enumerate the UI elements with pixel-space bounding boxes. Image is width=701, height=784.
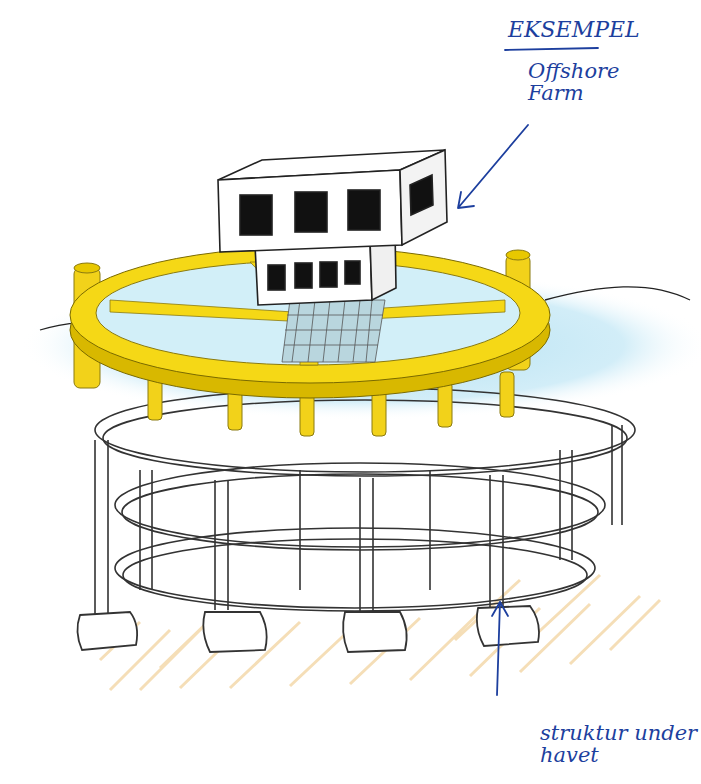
callout-label: Offshore Farm — [528, 60, 608, 104]
foundation-feet-part — [477, 606, 539, 646]
sea-floor-part — [100, 575, 660, 690]
floating-ring — [70, 247, 550, 398]
support-columns-part — [500, 372, 514, 417]
building-part — [320, 262, 337, 287]
net-part — [282, 300, 385, 362]
sea-floor — [100, 575, 660, 690]
subsea-structure-part — [103, 400, 627, 476]
annotation-lines-part — [492, 602, 508, 695]
subsea-structure-part — [123, 539, 587, 611]
building-part — [295, 192, 327, 232]
callout-label: struktur under havet — [540, 722, 700, 766]
foundation-feet-part — [203, 612, 266, 652]
annotation-lines-part — [505, 48, 598, 50]
building — [218, 150, 447, 305]
support-columns-part — [438, 382, 452, 427]
foundation-feet-part — [343, 612, 407, 652]
subsea-structure-part — [115, 528, 595, 608]
title: EKSEMPEL — [508, 18, 618, 41]
building-part — [218, 170, 402, 252]
foundation-feet — [77, 606, 539, 652]
net — [282, 300, 385, 362]
annotation-lines — [458, 48, 598, 695]
building-part — [348, 190, 380, 230]
annotation-lines-part — [458, 125, 528, 208]
corner-posts-part — [506, 250, 530, 260]
net-part — [284, 300, 383, 362]
building-part — [345, 261, 360, 284]
building-part — [410, 175, 433, 215]
foundation-feet-part — [77, 612, 137, 650]
building-part — [240, 195, 272, 235]
floating-ring-part — [110, 262, 505, 365]
building-part — [400, 150, 447, 245]
floating-ring-part — [96, 261, 520, 365]
subsea-structure-part — [95, 425, 622, 615]
building-part — [295, 263, 312, 288]
corner-posts-part — [74, 263, 100, 273]
building-part — [268, 265, 285, 290]
subsea-structure — [95, 388, 635, 615]
floating-ring-part — [70, 247, 550, 383]
